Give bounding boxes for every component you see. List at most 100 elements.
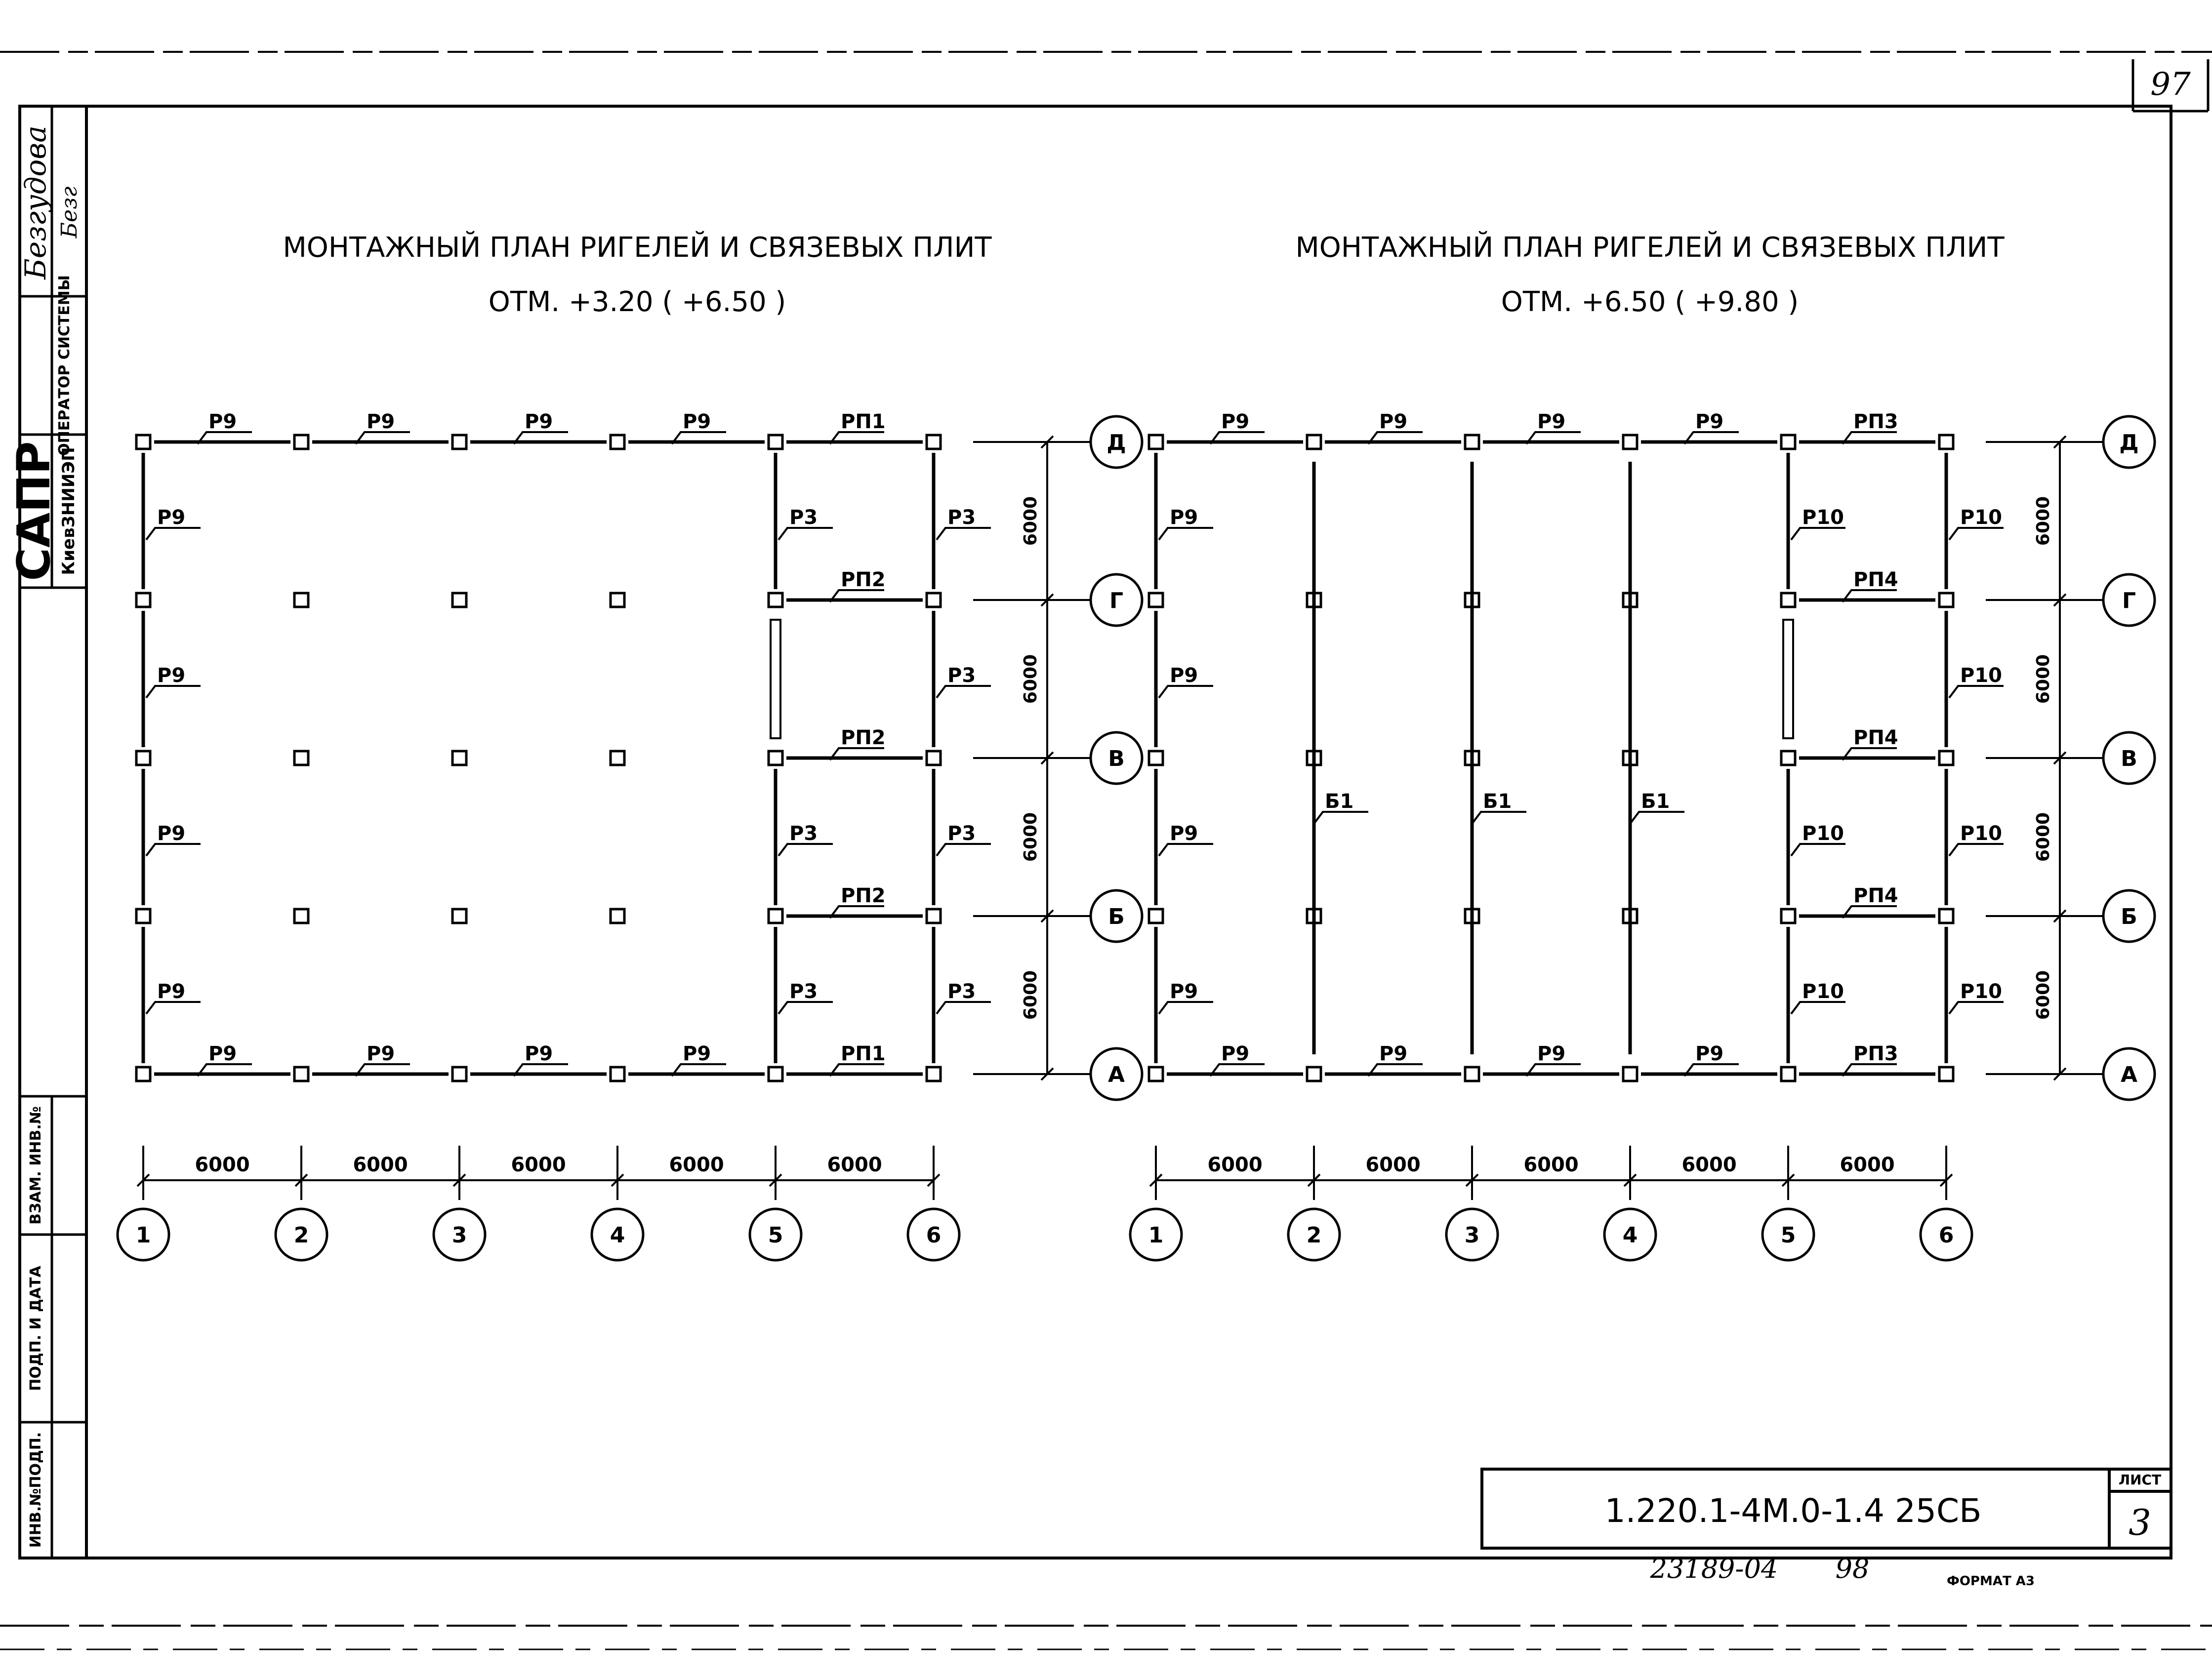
col5-beam-label-leader: [778, 1001, 833, 1015]
long-beam-label-leader: [1471, 811, 1526, 825]
dimension-tick: [1040, 593, 1054, 607]
col6-beam-label-leader: [936, 843, 991, 857]
col1-beam-label-text: Р9: [157, 506, 185, 529]
bottom-beam-label: Р9: [1367, 1042, 1423, 1077]
top-beam-label-leader: [1209, 431, 1265, 445]
top-beam-label: Р9: [1209, 410, 1265, 445]
axis-number-bubble: [1287, 1207, 1341, 1262]
axis-letter: Б: [2121, 904, 2137, 929]
bottom-beam-label-leader: [197, 1063, 252, 1077]
long-beam-label-text: Б1: [1483, 790, 1512, 813]
col1-beam-label: Р9: [1158, 822, 1213, 857]
bay-beam-label: РП4: [1842, 568, 1898, 603]
axis-letter: В: [1108, 746, 1125, 771]
plan-2: МОНТАЖНЫЙ ПЛАН РИГЕЛЕЙ И СВЯЗЕВЫХ ПЛИТОТ…: [1129, 231, 2156, 1262]
bay-beam-label-leader: [829, 905, 884, 919]
axis-letter: А: [2121, 1062, 2137, 1087]
long-beam-label-leader: [1629, 811, 1684, 825]
axis-letter-bubble: [1089, 731, 1144, 785]
col1-beam-label: Р9: [145, 980, 201, 1015]
stamp-field-signature-date: ПОДП. И ДАТА: [27, 1265, 44, 1391]
axis-number: 2: [1307, 1223, 1322, 1248]
dimension-tick: [927, 1173, 941, 1187]
top-beam-label: РП3: [1842, 410, 1898, 445]
bay-beam-label-text: РП4: [1853, 568, 1898, 591]
dimension-tick: [136, 1173, 150, 1187]
col6-beam-label-leader: [1948, 527, 2004, 541]
bottom-beam-label-leader: [1842, 1063, 1897, 1077]
col6-beam-label-leader: [1948, 685, 2004, 699]
bay-beam-label-leader: [829, 747, 884, 761]
column-square: [1306, 1066, 1322, 1082]
column-square: [767, 434, 784, 450]
horizontal-bay-dimension: 6000: [1523, 1154, 1578, 1176]
operator-label: ОПЕРАТОР СИСТЕМЫ: [56, 275, 73, 456]
column-square: [1780, 1066, 1797, 1082]
plan-title: МОНТАЖНЫЙ ПЛАН РИГЕЛЕЙ И СВЯЗЕВЫХ ПЛИТ: [1295, 231, 2005, 264]
dimension-tick: [1040, 751, 1054, 765]
axis-letter: А: [1108, 1062, 1125, 1087]
col1-beam-label: Р9: [145, 822, 201, 857]
top-beam-label-leader: [829, 431, 884, 445]
col6-beam-label-text: Р3: [947, 980, 976, 1003]
column-square: [609, 1066, 626, 1082]
col1-beam-label-leader: [1158, 527, 1213, 541]
column-square: [1780, 592, 1797, 608]
axis-number-bubble: [1129, 1207, 1183, 1262]
column-square: [1780, 908, 1797, 924]
column-square: [925, 908, 942, 924]
col6-beam-label: Р3: [936, 506, 991, 541]
horizontal-bay-dimension: 6000: [195, 1154, 249, 1176]
col6-beam-label-text: Р3: [947, 506, 976, 529]
bay-beam-label-text: РП2: [841, 726, 886, 749]
column-square: [451, 908, 468, 924]
col1-beam-label: Р9: [145, 664, 201, 699]
bay-beam-label: РП4: [1842, 726, 1898, 761]
dimension-tick: [2053, 435, 2067, 449]
stamp-field-original-number: ИНВ.№ПОДП.: [27, 1432, 44, 1548]
col1-beam-label-text: Р9: [157, 822, 185, 845]
top-beam-label: Р9: [197, 410, 252, 445]
bottom-beam-label-text: Р9: [1379, 1042, 1407, 1065]
top-beam-label: Р9: [1367, 410, 1423, 445]
axis-letter: Д: [2119, 430, 2138, 455]
column-square: [293, 592, 310, 608]
column-square: [767, 908, 784, 924]
column-square: [135, 434, 152, 450]
bottom-beam-label: Р9: [1683, 1042, 1739, 1077]
col6-beam-label-leader: [936, 1001, 991, 1015]
bay-beam-label-leader: [1842, 589, 1897, 603]
archive-number: 23189-04: [1650, 1553, 1778, 1584]
col6-beam-label: Р10: [1948, 506, 2004, 541]
column-square: [293, 1066, 310, 1082]
top-beam-label-leader: [513, 431, 568, 445]
col6-beam-label-leader: [936, 527, 991, 541]
column-square: [609, 434, 626, 450]
bay-beam-label: РП2: [829, 726, 886, 761]
column-square: [1306, 434, 1322, 450]
long-beam-label-text: Б1: [1325, 790, 1353, 813]
sheet-number: 3: [2129, 1502, 2151, 1543]
col1-beam-label: Р9: [1158, 980, 1213, 1015]
dimension-tick: [2053, 751, 2067, 765]
sheet-label: ЛИСТ: [2119, 1472, 2161, 1488]
bottom-beam-label-text: Р9: [208, 1042, 237, 1065]
dimension-tick: [1040, 909, 1054, 923]
column-square: [1938, 592, 1955, 608]
vertical-bay-dimension: 6000: [2033, 654, 2053, 704]
column-square: [609, 592, 626, 608]
format-label: ФОРМАТ А3: [1947, 1574, 2035, 1589]
col5-beam-label: Р10: [1790, 506, 1845, 541]
dimension-tick: [1307, 1173, 1321, 1187]
bottom-beam-label-leader: [513, 1063, 568, 1077]
tie-slab-outline: [770, 619, 781, 739]
bay-beam-label: РП2: [829, 884, 886, 919]
bottom-beam-label-text: Р9: [1695, 1042, 1723, 1065]
vertical-bay-dimension: 6000: [1021, 654, 1041, 704]
axis-number: 4: [1623, 1223, 1638, 1248]
column-square: [451, 750, 468, 766]
top-beam-label-leader: [355, 431, 410, 445]
bay-beam-label-text: РП2: [841, 884, 886, 907]
col5-beam-label: Р3: [778, 980, 833, 1015]
col1-beam-label-text: Р9: [157, 980, 185, 1003]
